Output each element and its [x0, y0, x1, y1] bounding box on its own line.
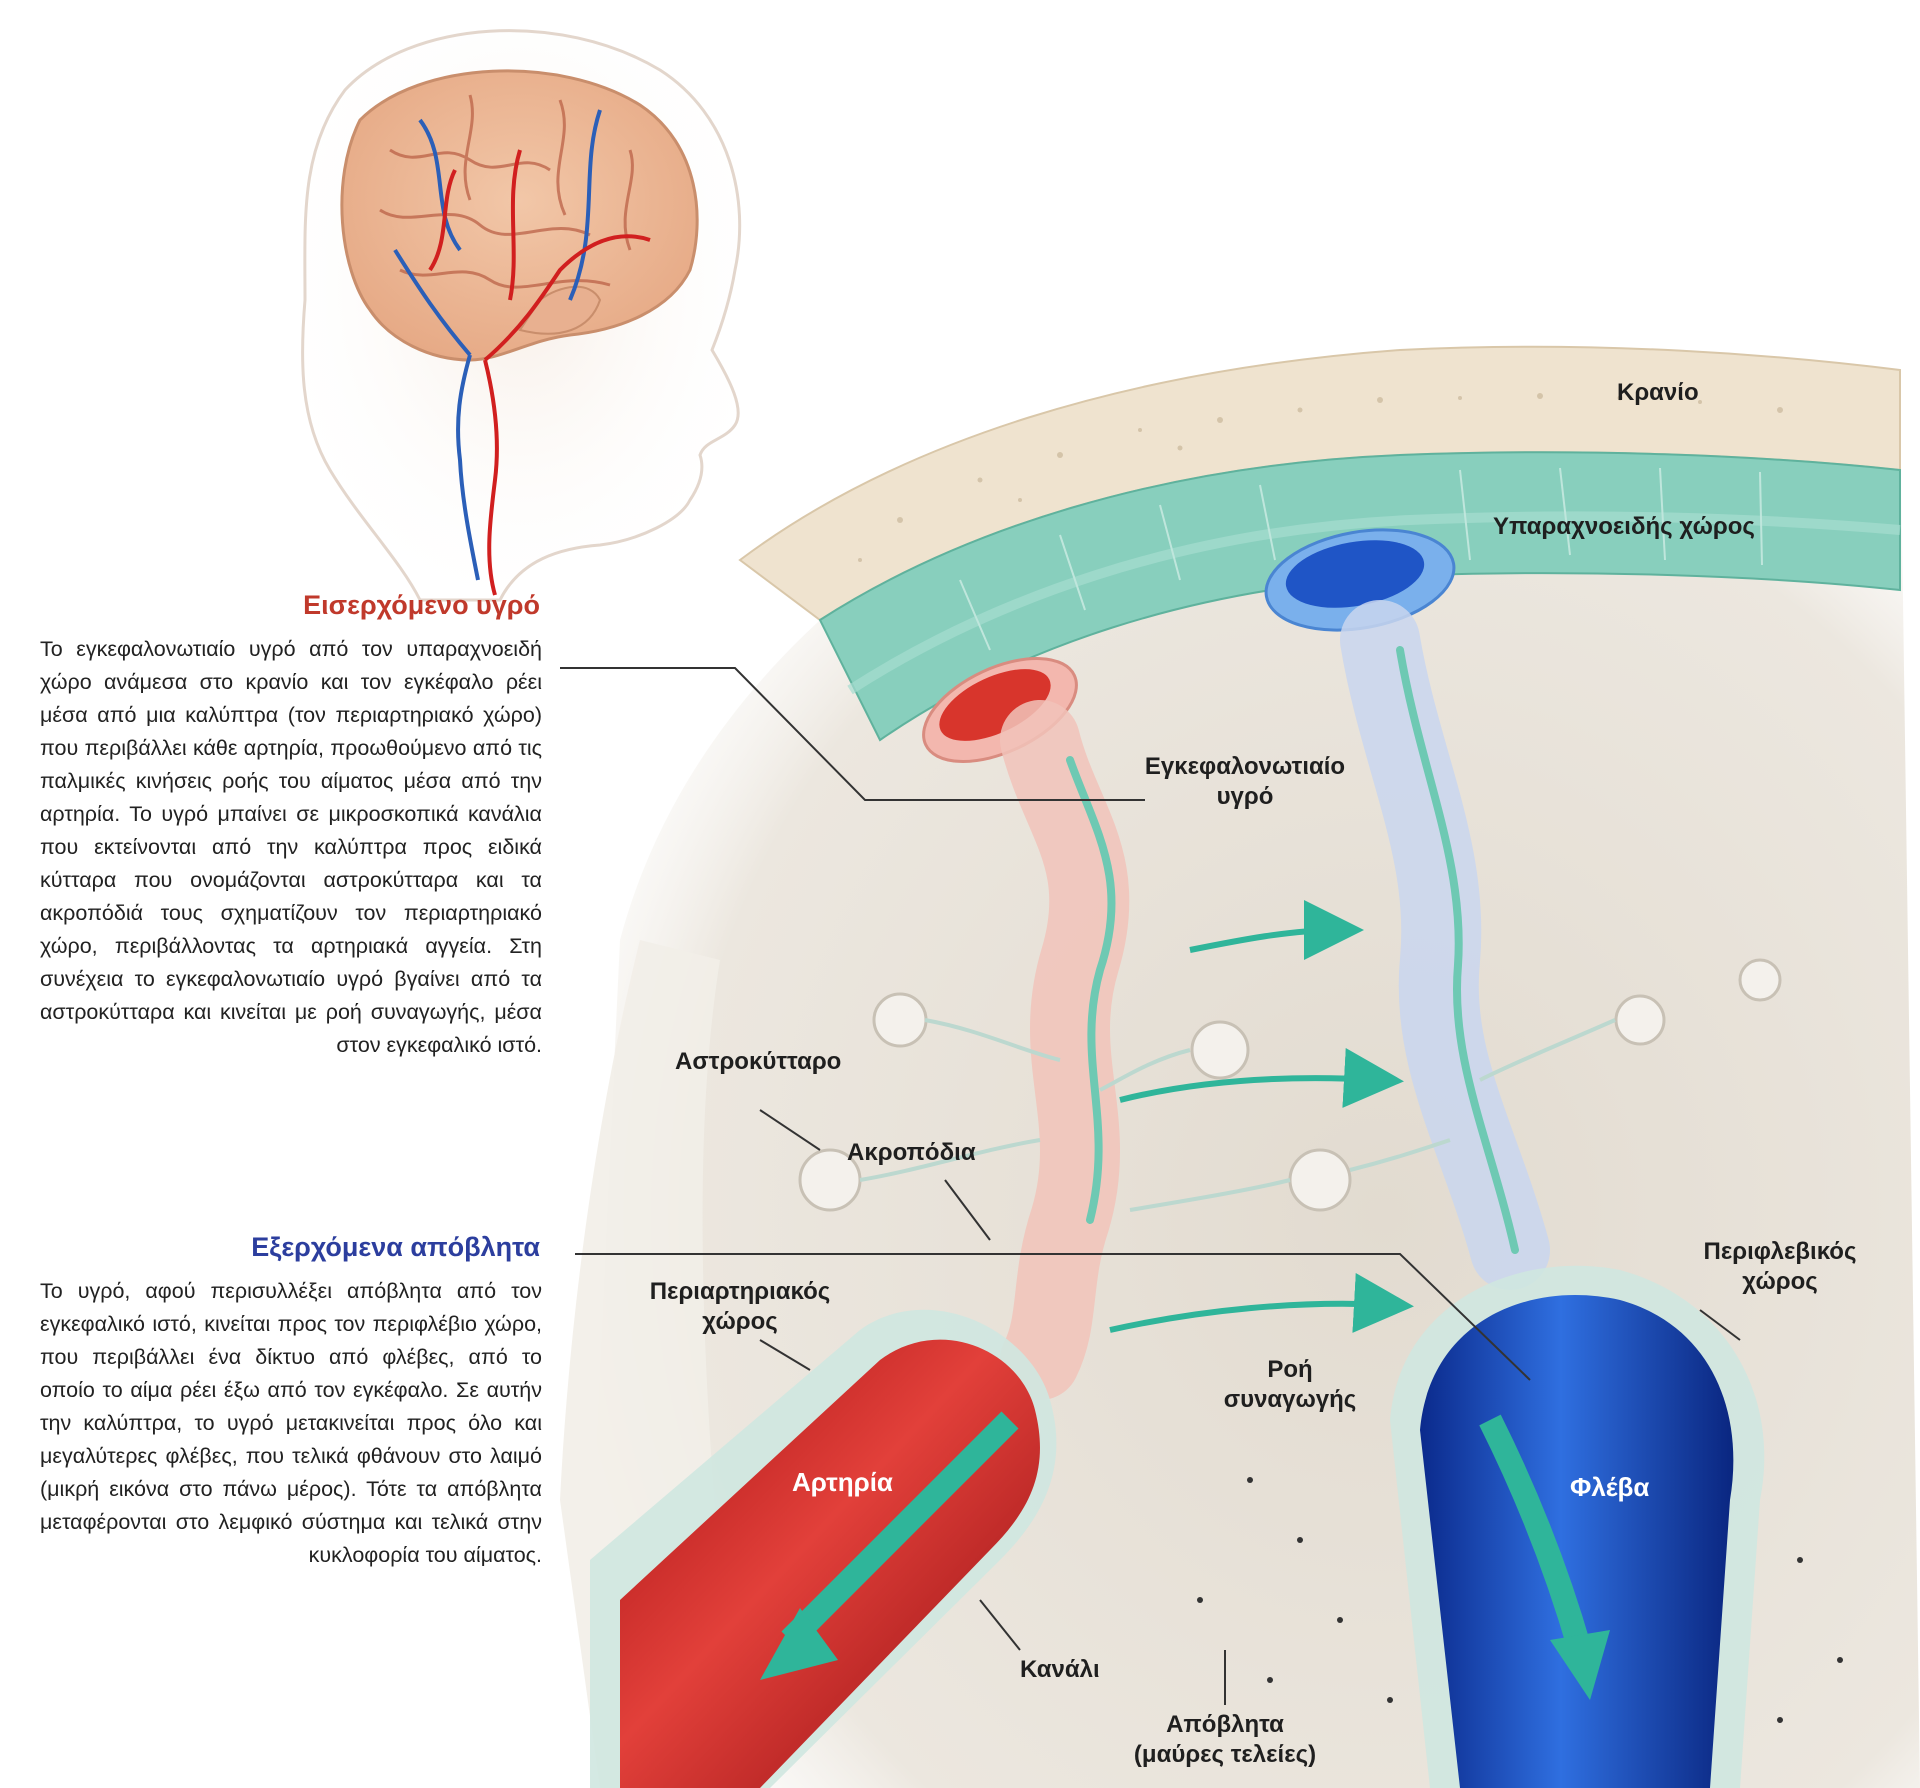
label-convective-line1: Ροή [1267, 1356, 1313, 1383]
label-waste-line1: Απόβλητα [1166, 1711, 1284, 1738]
label-periarterial-line2: χώρος [702, 1308, 778, 1335]
leader-lines [560, 667, 1741, 1705]
label-perivenous-line2: χώρος [1742, 1268, 1818, 1295]
astrocyte-processes [859, 1018, 1616, 1212]
label-perivenous: Περιφλεβικός χώρος [1680, 1237, 1880, 1297]
inflow-heading: Εισερχόμενο υγρό [303, 590, 540, 620]
label-subarachnoid: Υπαραχνοειδής χώρος [1493, 513, 1755, 540]
outflow-heading: Εξερχόμενα απόβλητα [251, 1232, 540, 1262]
label-convective: Ροή συναγωγής [1200, 1355, 1380, 1415]
penetrating-vein [1340, 600, 1550, 1290]
vein-vessel [1390, 1265, 1765, 1788]
outflow-paragraph: Το υγρό, αφού περισυλλέξει απόβλητα από … [40, 1279, 542, 1567]
head-brain-vessels-icon [301, 29, 742, 602]
label-csf-line2: υγρό [1216, 783, 1274, 810]
label-endfeet: Ακροπόδια [847, 1139, 976, 1166]
label-channel: Κανάλι [1020, 1656, 1100, 1683]
label-artery: Αρτηρία [792, 1467, 893, 1497]
label-waste: Απόβλητα (μαύρες τελείες) [1120, 1710, 1330, 1770]
label-convective-line2: συναγωγής [1223, 1386, 1357, 1413]
label-csf-line1: Εγκεφαλονωτιαίο [1144, 753, 1346, 780]
skull-texture [858, 393, 1783, 562]
label-vein: Φλέβα [1570, 1472, 1650, 1502]
convective-flow-arrows [1109, 900, 1414, 1333]
label-periarterial: Περιαρτηριακός χώρος [625, 1277, 855, 1337]
artery-vessel [590, 1309, 1057, 1788]
label-periarterial-line1: Περιαρτηριακός [649, 1278, 831, 1305]
label-waste-line2: (μαύρες τελείες) [1133, 1741, 1317, 1768]
inflow-paragraph: Το εγκεφαλονωτιαίο υγρό από τον υπαραχνο… [40, 637, 542, 1057]
subarachnoid-trabeculae [959, 467, 1763, 651]
penetrating-artery [1000, 700, 1130, 1400]
waste-particles [1197, 1477, 1843, 1723]
label-perivenous-line1: Περιφλεβικός [1703, 1238, 1857, 1265]
label-csf: Εγκεφαλονωτιαίο υγρό [1140, 752, 1350, 812]
label-astrocyte: Αστροκύτταρο [675, 1048, 842, 1075]
label-skull: Κρανίο [1617, 379, 1699, 406]
vein-cross-section [1264, 528, 1456, 632]
astrocyte-cell-icon [798, 958, 1782, 1212]
